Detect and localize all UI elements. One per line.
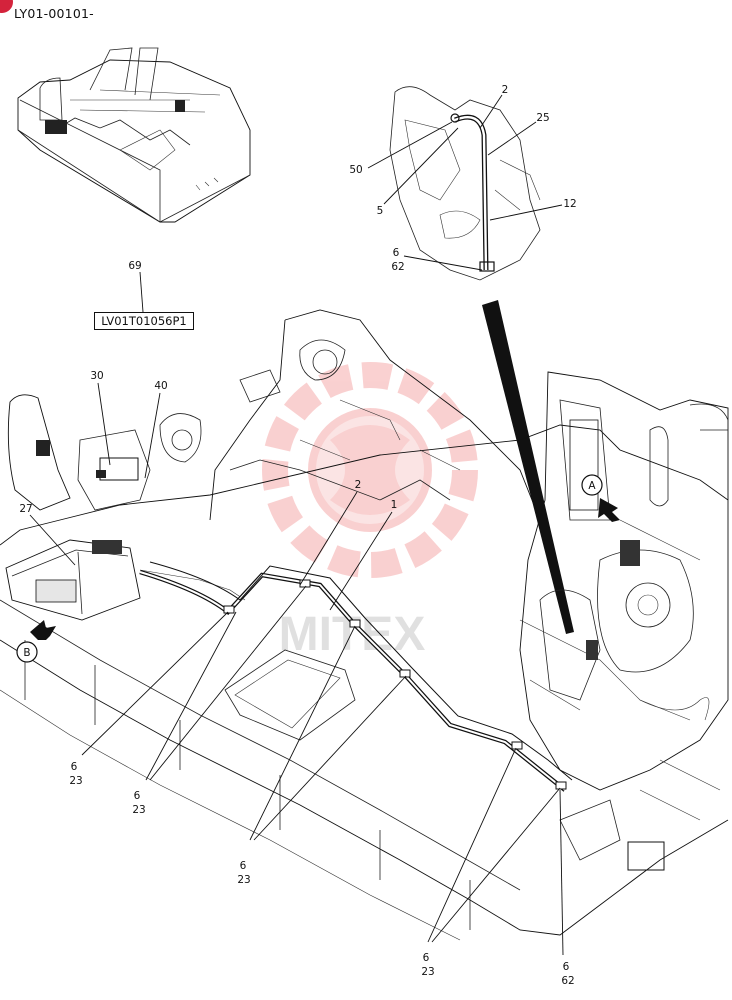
leader-25 [487,121,537,156]
leader-2-mid [299,491,358,586]
leader-27 [29,514,76,566]
detail-pointer [482,300,574,634]
callout-6-top: 6 [393,247,400,259]
leader-2-top [479,94,503,129]
leader-6-a [81,611,229,756]
callout-6-a: 6 [71,761,78,773]
leader-6-c2 [253,675,407,841]
callout-23-d: 23 [421,966,434,978]
leader-50 [367,121,453,169]
callout-6-d: 6 [423,952,430,964]
callout-6-e: 6 [563,961,570,973]
callout-5: 5 [377,205,384,217]
corner-badge [0,0,13,13]
callout-62-e: 62 [561,975,574,987]
leader-6-c1 [249,625,356,841]
callout-23-c: 23 [237,874,250,886]
leader-5 [383,127,459,205]
leader-1 [329,511,393,611]
leader-6-e [559,789,564,956]
leader-6-d1 [427,747,517,943]
view-a-label: A [588,480,596,492]
view-b-label: B [23,647,30,659]
view-b-marker [16,641,38,663]
callout-62-top: 62 [391,261,404,273]
callout-69: 69 [128,260,141,272]
leader-30 [97,382,111,466]
callout-50: 50 [349,164,362,176]
callout-40: 40 [154,380,167,392]
leader-6-b2 [149,585,307,781]
callout-2-top: 2 [502,84,509,96]
view-a-marker [581,474,603,496]
callout-25: 25 [536,112,549,124]
callout-23-b: 23 [132,804,145,816]
callout-12: 12 [563,198,576,210]
callout-27: 27 [19,503,32,515]
callout-6-c: 6 [240,860,247,872]
callout-1: 1 [391,499,398,511]
leader-40 [144,392,161,479]
overview-view [17,47,251,223]
reference-box: LV01T01056P1 [94,312,194,330]
leader-6-d2 [431,787,561,943]
detail-view [389,86,541,281]
leader-6-top [403,255,483,271]
watermark-gear-icon [262,362,478,578]
leader-12 [489,204,563,221]
callout-30: 30 [90,370,103,382]
watermark-text: MITEX [279,608,426,661]
callout-6-b: 6 [134,790,141,802]
leader-6-b1 [145,611,237,781]
callout-23-a: 23 [69,775,82,787]
callout-2-mid: 2 [355,479,362,491]
main-view [0,309,729,941]
leader-69 [139,271,144,313]
document-code: LY01-00101- [14,6,94,21]
